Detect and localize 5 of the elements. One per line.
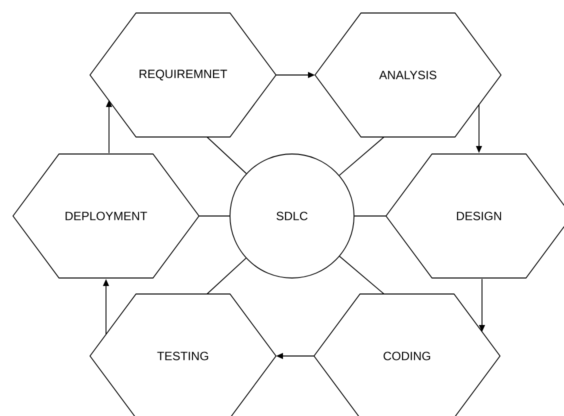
connector-line — [338, 136, 384, 176]
connector-line — [206, 258, 246, 294]
connector-line — [206, 136, 247, 174]
connector-line — [339, 256, 384, 294]
circle-node: SDLC — [230, 154, 354, 278]
